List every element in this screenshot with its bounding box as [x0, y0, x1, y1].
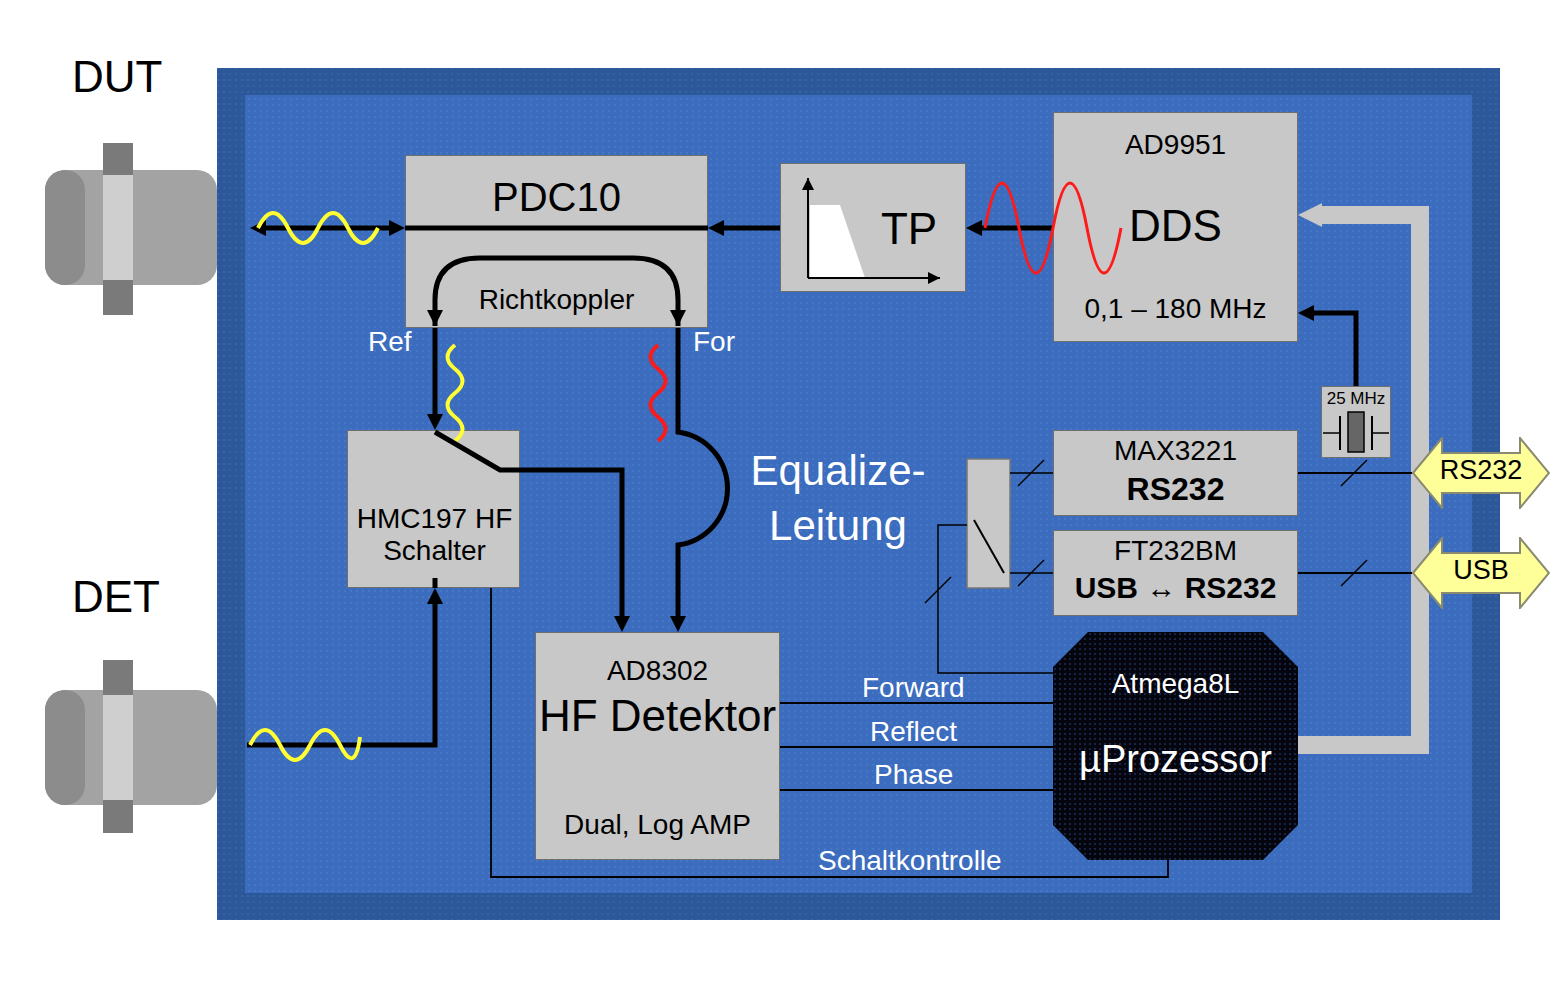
signal-label: Schaltkontrolle [818, 845, 1002, 877]
signal-label: Forward [862, 672, 965, 704]
node-text: DDS [1054, 201, 1297, 252]
ref-wave [448, 345, 463, 441]
ic-box: MAX3221RS232 [1053, 430, 1298, 516]
crystal-box: 25 MHz [1321, 386, 1391, 458]
for-wave [651, 345, 666, 441]
port-label: DUT [72, 52, 162, 103]
signal-connector [1298, 472, 1412, 474]
node-text: USB [1412, 555, 1550, 586]
node-text: TP [859, 204, 959, 255]
node-text: AD8302 [536, 655, 779, 687]
interface-arrow: RS232 [1412, 437, 1550, 509]
dut-connector [45, 143, 217, 315]
dds-box: AD9951DDS 0,1 – 180 MHz [1053, 112, 1298, 342]
signal-label: Phase [874, 759, 953, 791]
signal-connector [724, 226, 780, 231]
detector-box: AD8302 HF DetektorDual, Log AMP [535, 632, 780, 860]
coupler-arc [435, 258, 678, 326]
rf-switch-box: HMC197 HF Schalter [347, 430, 520, 588]
port-label: DET [72, 572, 160, 623]
node-text: AD9951 [1054, 129, 1297, 161]
signal-label: For [693, 326, 735, 358]
signal-connector [1314, 313, 1356, 386]
control-bus [1298, 215, 1420, 745]
rf-switch-symbol [435, 432, 520, 588]
housing-inner [245, 95, 1472, 893]
signal-wave [250, 730, 360, 760]
node-text: PDC10 [406, 174, 707, 220]
signal-connector [982, 226, 1053, 231]
node-text: FT232BM [1054, 535, 1297, 567]
det-signal-line [247, 604, 435, 745]
node-text: 0,1 – 180 MHz [1054, 293, 1297, 325]
node-text: Atmega8L [1053, 668, 1298, 700]
dds-wave [985, 183, 1121, 273]
signal-label: Ref [368, 326, 412, 358]
node-text: µProzessor [1053, 738, 1298, 782]
signal-wave [258, 213, 378, 243]
signal-connector [433, 328, 438, 414]
crystal-symbol [1323, 412, 1389, 452]
ic-box: FT232BM USB ↔ RS232 [1053, 530, 1298, 616]
filter-box: TP [780, 163, 966, 292]
signal-connector [678, 328, 727, 616]
node-text: Richtkoppler [406, 284, 707, 316]
line-label: Equalize- Leitung [742, 444, 934, 553]
node-text: USB ↔ RS232 [1054, 571, 1297, 606]
node-text: HF Detektor [536, 691, 779, 742]
through-line [405, 226, 708, 231]
lowpass-symbol [808, 178, 940, 278]
node-text: 25 MHz [1322, 389, 1390, 409]
node-text: HMC197 HF Schalter [356, 503, 513, 567]
node-text: Dual, Log AMP [536, 809, 779, 841]
dut-signal-line [266, 226, 389, 231]
det-connector [45, 660, 217, 833]
node-text: RS232 [1412, 455, 1550, 486]
coupler-box: PDC10Richtkoppler [405, 155, 708, 328]
node-text: RS232 [1054, 471, 1297, 508]
signal-connector [1298, 572, 1412, 574]
housing-outer [217, 68, 1500, 920]
interface-arrow: USB [1412, 537, 1550, 609]
processor-chip: Atmega8L µProzessor [1053, 632, 1298, 860]
node-text: MAX3221 [1054, 435, 1297, 467]
signal-label: Reflect [870, 716, 957, 748]
signal-connector [520, 470, 622, 616]
